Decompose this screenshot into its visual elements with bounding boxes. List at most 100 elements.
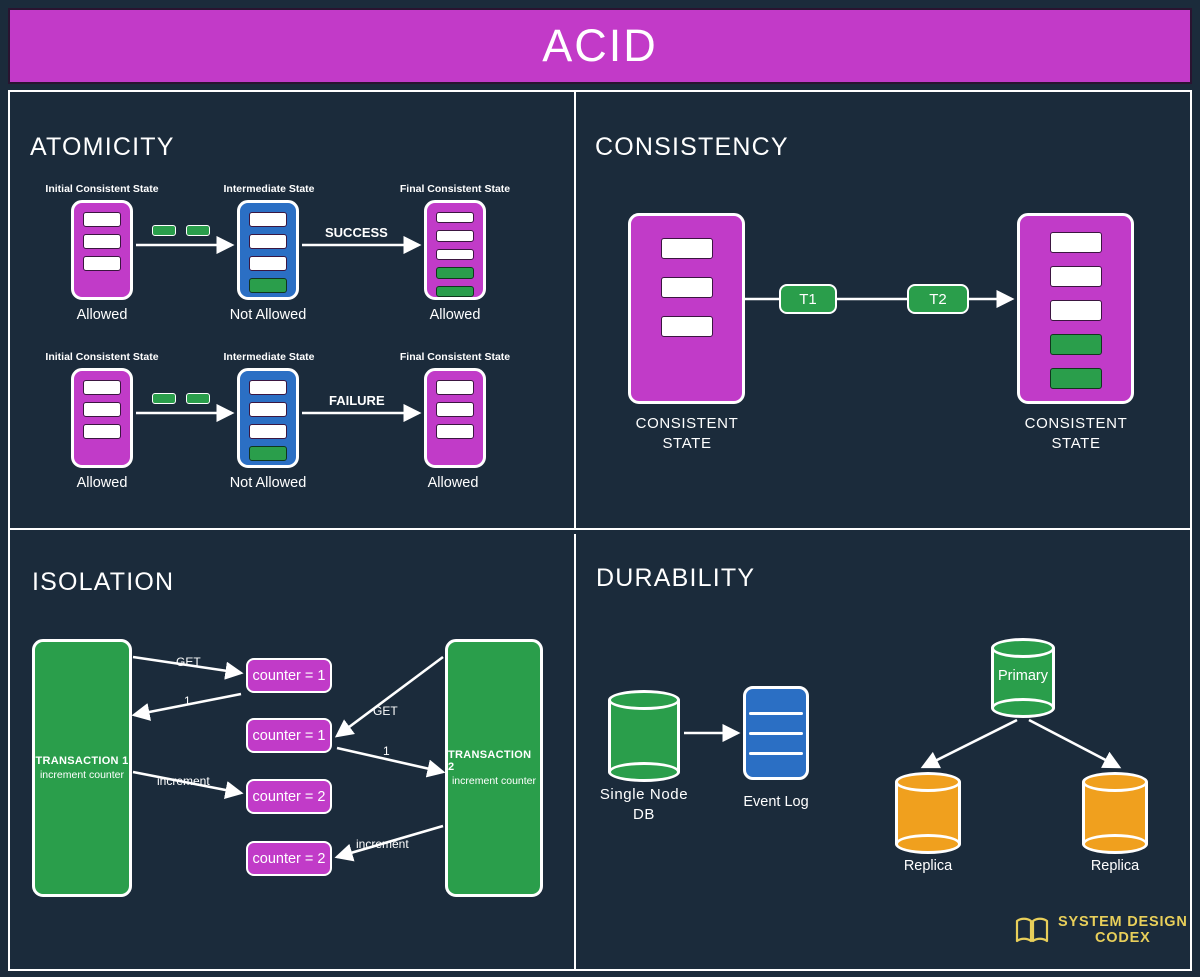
atomicity-r1-intermediate-state-box — [237, 200, 299, 300]
transaction-1-label: TRANSACTION 1 — [35, 755, 129, 767]
brand-logo: SYSTEM DESIGN CODEX — [1015, 914, 1188, 946]
atomicity-r2-initial-state-box — [71, 368, 133, 468]
consistency-left-state-box — [628, 213, 745, 404]
cylinder-top — [895, 772, 961, 792]
atomicity-r2-s1-caption-top: Initial Consistent State — [45, 351, 159, 363]
consistency-title: CONSISTENCY — [595, 133, 789, 161]
cylinder-top — [991, 638, 1055, 658]
state-row-white — [436, 230, 474, 242]
replica-caption-1: Replica — [903, 858, 953, 874]
transaction-2-sublabel: increment counter — [451, 775, 537, 787]
state-row-white — [249, 402, 287, 417]
divider-horizontal — [8, 528, 1192, 530]
isolation-counter-box-2: counter = 1 — [246, 718, 332, 753]
isolation-edge-label-increment-1: increment — [157, 774, 210, 788]
isolation-edge-label-increment-2: increment — [356, 837, 409, 851]
state-row-white — [249, 380, 287, 395]
state-row-white — [436, 402, 474, 417]
atomicity-r2-s3-caption-top: Final Consistent State — [399, 351, 511, 363]
open-book-icon — [1015, 917, 1049, 943]
replica-caption-2: Replica — [1090, 858, 1140, 874]
atomicity-r2-operation-pill — [152, 393, 176, 404]
state-row-green — [249, 446, 287, 461]
primary-db-cylinder: Primary — [991, 638, 1055, 718]
state-row-white — [436, 248, 474, 261]
state-row-white — [83, 402, 121, 417]
isolation-counter-box-1: counter = 1 — [246, 658, 332, 693]
atomicity-r2-final-state-box — [424, 368, 486, 468]
atomicity-r1-final-state-box — [424, 200, 486, 300]
atomicity-r1-operation-pill — [152, 225, 176, 236]
atomicity-r1-s3-caption-top: Final Consistent State — [399, 183, 511, 195]
state-row-white — [249, 212, 287, 227]
divider-vertical-top — [574, 90, 576, 528]
consistency-transaction-t2: T2 — [907, 284, 969, 314]
quadrant-frame — [8, 90, 1192, 971]
state-row-white — [249, 234, 287, 249]
isolation-edge-label-get-1: GET — [176, 655, 201, 669]
consistency-right-caption: CONSISTENT STATE — [1024, 415, 1128, 453]
state-row-white — [83, 424, 121, 439]
event-log-caption: Event Log — [743, 794, 809, 810]
isolation-counter-box-4: counter = 2 — [246, 841, 332, 876]
divider-vertical-bottom — [574, 534, 576, 971]
log-line — [749, 751, 803, 755]
transaction-1-sublabel: increment counter — [39, 769, 125, 781]
log-line — [749, 711, 803, 715]
atomicity-r1-s3-caption-bottom: Allowed — [429, 307, 481, 323]
state-row-green — [249, 278, 287, 293]
state-row-white — [436, 380, 474, 395]
cylinder-top — [1082, 772, 1148, 792]
state-row-white — [436, 424, 474, 439]
state-row-white — [83, 380, 121, 395]
event-log-box — [743, 686, 809, 780]
state-row-white — [660, 277, 713, 298]
cylinder-bottom — [608, 762, 680, 782]
atomicity-r2-s2-caption-top: Intermediate State — [223, 351, 315, 363]
cylinder-bottom — [895, 834, 961, 854]
atomicity-title: ATOMICITY — [30, 133, 175, 161]
atomicity-r2-s1-caption-bottom: Allowed — [76, 475, 128, 491]
cylinder-body — [608, 700, 680, 772]
state-row-white — [1049, 266, 1102, 287]
atomicity-r1-s1-caption-top: Initial Consistent State — [45, 183, 159, 195]
brand-logo-text: SYSTEM DESIGN CODEX — [1058, 914, 1188, 946]
transaction-2-label: TRANSACTION 2 — [448, 749, 532, 773]
state-row-white — [249, 424, 287, 439]
cylinder-top — [608, 690, 680, 710]
atomicity-r1-s2-caption-top: Intermediate State — [223, 183, 315, 195]
atomicity-r1-outcome-label: SUCCESS — [325, 225, 388, 240]
single-node-db-caption: Single Node DB — [599, 786, 689, 824]
atomicity-r2-s3-caption-bottom: Allowed — [427, 475, 479, 491]
state-row-white — [249, 256, 287, 271]
atomicity-r1-s1-caption-bottom: Allowed — [76, 307, 128, 323]
page-header: ACID — [8, 8, 1192, 84]
state-row-white — [83, 256, 121, 271]
state-row-white — [660, 316, 713, 337]
state-row-green — [436, 267, 474, 279]
atomicity-r2-operation-pill — [186, 393, 210, 404]
isolation-transaction-1-box: TRANSACTION 1 increment counter — [32, 639, 132, 897]
log-line — [749, 731, 803, 735]
primary-db-label: Primary — [998, 668, 1048, 684]
page-title: ACID — [542, 20, 658, 71]
replica-db-cylinder-2 — [1082, 772, 1148, 854]
consistency-left-caption: CONSISTENT STATE — [635, 415, 739, 453]
atomicity-r2-intermediate-state-box — [237, 368, 299, 468]
state-row-white — [83, 212, 121, 227]
state-row-white — [436, 212, 474, 224]
isolation-edge-label-get-2: GET — [373, 704, 398, 718]
state-row-white — [83, 234, 121, 249]
replica-db-cylinder-1 — [895, 772, 961, 854]
consistency-transaction-t1: T1 — [779, 284, 837, 314]
state-row-white — [1049, 300, 1102, 321]
atomicity-r1-initial-state-box — [71, 200, 133, 300]
isolation-edge-label-value-2: 1 — [383, 744, 390, 758]
isolation-edge-label-value-1: 1 — [184, 694, 191, 708]
atomicity-r2-outcome-label: FAILURE — [329, 393, 385, 408]
state-row-green — [436, 285, 474, 298]
atomicity-r1-s2-caption-bottom: Not Allowed — [229, 307, 307, 323]
atomicity-r2-s2-caption-bottom: Not Allowed — [229, 475, 307, 491]
isolation-title: ISOLATION — [32, 568, 175, 596]
